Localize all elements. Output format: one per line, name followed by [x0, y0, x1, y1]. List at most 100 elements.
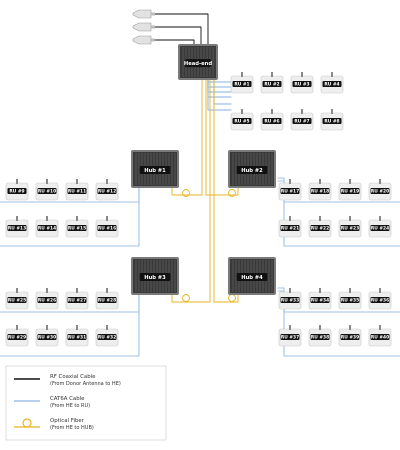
cat6a-cable	[207, 77, 232, 93]
fiber-loop	[228, 294, 236, 302]
head-end-unit-label: Head-end	[184, 61, 212, 67]
antenna-panel	[132, 22, 152, 32]
hub-unit-label: Hub #2	[241, 168, 263, 174]
ru-label: RU #9	[9, 189, 24, 195]
remote-unit: RU #33	[278, 288, 302, 310]
ru-label-plate	[37, 334, 57, 340]
hub-unit-label: Hub #4	[241, 275, 263, 281]
ru-label: RU #10	[38, 189, 56, 195]
ru-label: RU #23	[341, 226, 359, 232]
ru-label: RU #24	[371, 226, 389, 232]
ru-label-plate	[340, 334, 360, 340]
remote-unit: RU #6	[260, 109, 284, 131]
ru-label: RU #34	[311, 298, 329, 304]
remote-unit: RU #17	[278, 179, 302, 201]
ru-label-plate	[370, 188, 390, 194]
ru-antenna-icon	[379, 325, 381, 330]
ru-antenna-icon	[379, 216, 381, 221]
ru-label-plate	[280, 188, 300, 194]
ru-label-plate	[7, 225, 27, 231]
legend-item-title: Optical Fiber	[50, 418, 85, 424]
remote-unit: RU #5	[230, 109, 254, 131]
ru-antenna-icon	[46, 216, 48, 221]
ru-antenna-icon	[46, 179, 48, 184]
remote-unit: RU #4	[320, 72, 344, 94]
ru-label-plate	[280, 297, 300, 303]
remote-unit: RU #40	[368, 325, 392, 347]
ru-label: RU #5	[234, 119, 249, 125]
legend: RF Coaxial Cable(From Donor Antenna to H…	[5, 365, 167, 441]
remote-unit: RU #16	[95, 216, 119, 238]
ru-label: RU #25	[8, 298, 26, 304]
fiber-loop	[228, 189, 236, 197]
ru-label-plate	[310, 334, 330, 340]
ru-antenna-icon	[106, 179, 108, 184]
ru-label: RU #26	[38, 298, 56, 304]
ru-antenna-icon	[76, 179, 78, 184]
ru-label-plate	[97, 297, 117, 303]
ru-label: RU #40	[371, 335, 389, 341]
ru-antenna-icon	[241, 72, 243, 77]
ru-antenna-icon	[241, 109, 243, 114]
ru-label-plate	[37, 188, 57, 194]
ru-antenna-icon	[319, 325, 321, 330]
ru-label: RU #29	[8, 335, 26, 341]
cat6a-cable	[277, 290, 400, 357]
ru-label-plate	[97, 188, 117, 194]
remote-unit: RU #30	[35, 325, 59, 347]
remote-unit: RU #35	[338, 288, 362, 310]
ru-antenna-icon	[331, 72, 333, 77]
ru-label-plate	[340, 225, 360, 231]
ru-antenna-icon	[271, 72, 273, 77]
remote-unit: RU #7	[290, 109, 314, 131]
ru-label-plate	[310, 225, 330, 231]
ru-antenna-icon	[46, 325, 48, 330]
ru-label-plate	[97, 334, 117, 340]
remote-unit: RU #8	[320, 109, 344, 131]
remote-unit: RU #27	[65, 288, 89, 310]
remote-unit: RU #38	[308, 325, 332, 347]
remote-unit: RU #24	[368, 216, 392, 238]
legend-item-subtitle: (From HE to HUB)	[50, 425, 94, 431]
ru-label-plate	[280, 334, 300, 340]
ru-antenna-icon	[16, 179, 18, 184]
ru-label-plate	[310, 188, 330, 194]
hub-unit: Hub #4	[228, 257, 276, 295]
ru-label: RU #36	[371, 298, 389, 304]
ru-label: RU #19	[341, 189, 359, 195]
ru-label-plate	[67, 297, 87, 303]
ru-antenna-icon	[379, 179, 381, 184]
ru-antenna-icon	[106, 216, 108, 221]
donor-antenna-icon	[132, 9, 155, 19]
ru-label: RU #12	[98, 189, 116, 195]
ru-label: RU #27	[68, 298, 86, 304]
antenna-panel	[132, 35, 152, 45]
antenna-connector	[151, 25, 155, 29]
remote-unit: RU #12	[95, 179, 119, 201]
ru-antenna-icon	[289, 216, 291, 221]
ru-antenna-icon	[271, 109, 273, 114]
hub-unit-label-plate	[139, 272, 171, 281]
ru-label-plate	[262, 81, 282, 87]
remote-unit: RU #25	[5, 288, 29, 310]
rf-coax-cable	[154, 13, 209, 49]
ru-label: RU #7	[294, 119, 309, 125]
ru-label-plate	[322, 118, 342, 124]
ru-label: RU #32	[98, 335, 116, 341]
ru-label-plate	[37, 225, 57, 231]
ru-label-plate	[67, 334, 87, 340]
ru-antenna-icon	[319, 179, 321, 184]
ru-antenna-icon	[16, 288, 18, 293]
ru-label-plate	[340, 297, 360, 303]
remote-unit: RU #14	[35, 216, 59, 238]
ru-label: RU #28	[98, 298, 116, 304]
ru-label-plate	[292, 118, 312, 124]
fiber-loop	[182, 294, 190, 302]
ru-antenna-icon	[16, 216, 18, 221]
remote-unit: RU #21	[278, 216, 302, 238]
ru-label-plate	[232, 118, 252, 124]
remote-unit: RU #31	[65, 325, 89, 347]
ru-antenna-icon	[331, 109, 333, 114]
ru-label: RU #15	[68, 226, 86, 232]
ru-antenna-icon	[76, 216, 78, 221]
